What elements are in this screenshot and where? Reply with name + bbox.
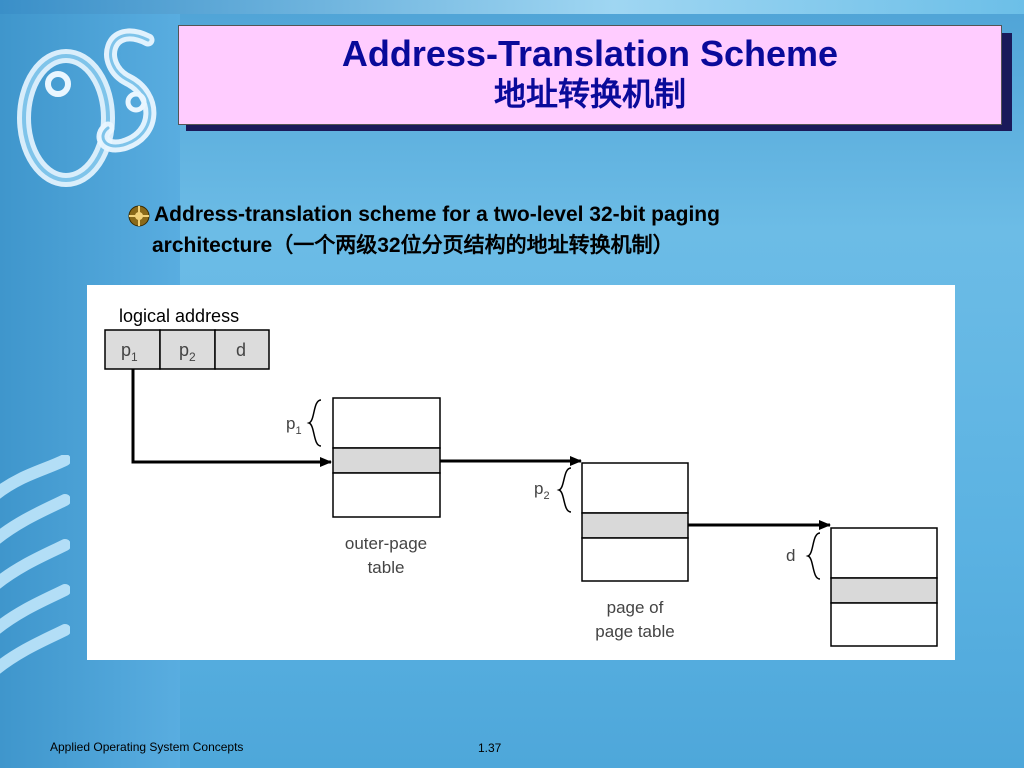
outer-table-label-line1: outer-page	[345, 534, 427, 553]
bullet-text-line1: Address-translation scheme for a two-lev…	[154, 203, 720, 226]
arrow-p1-to-outer-table	[131, 369, 332, 467]
page-table-entry	[581, 512, 689, 539]
brace-label-d: d	[786, 546, 795, 565]
field-p2-label: p2	[179, 340, 196, 364]
diagram-svg: logical address p1 p2 d p1 outer-page ta…	[104, 306, 938, 647]
field-p2	[159, 329, 216, 370]
outer-table-entry	[332, 447, 441, 474]
field-d-label: d	[236, 340, 246, 360]
logical-address-label: logical address	[119, 306, 239, 326]
logical-address-fields: p1 p2 d	[104, 329, 270, 370]
footer-page-number: 1.37	[478, 741, 502, 755]
os-logo	[17, 28, 157, 187]
title-box: Address-Translation Scheme 地址转换机制	[178, 25, 1002, 125]
brace-label-p1: p1	[286, 414, 302, 437]
decorative-waves	[0, 455, 70, 674]
page-table-label-line1: page of	[607, 598, 664, 617]
page-title: Address-Translation Scheme	[341, 33, 839, 74]
brace-p2	[556, 467, 572, 513]
brace-d	[805, 532, 821, 580]
bullet-text-line2: architecture（一个两级32位分页结构的地址转换机制）	[152, 234, 674, 257]
brace-p1	[306, 399, 322, 447]
physical-frame	[830, 527, 938, 647]
frame-entry	[830, 577, 938, 604]
page-title-chinese: 地址转换机制	[493, 76, 686, 112]
page-table-label-line2: page table	[595, 622, 674, 641]
footer-course-title: Applied Operating System Concepts	[50, 740, 244, 754]
bullet-icon	[128, 205, 150, 227]
page-of-page-table	[581, 462, 689, 582]
outer-table-label-line2: table	[368, 558, 405, 577]
brace-label-p2: p2	[534, 479, 550, 502]
address-translation-diagram: logical address p1 p2 d p1 outer-page ta…	[87, 285, 955, 660]
field-p1-label: p1	[121, 340, 138, 364]
outer-page-table	[332, 397, 441, 518]
field-d	[214, 329, 270, 370]
top-strip	[0, 0, 1024, 14]
